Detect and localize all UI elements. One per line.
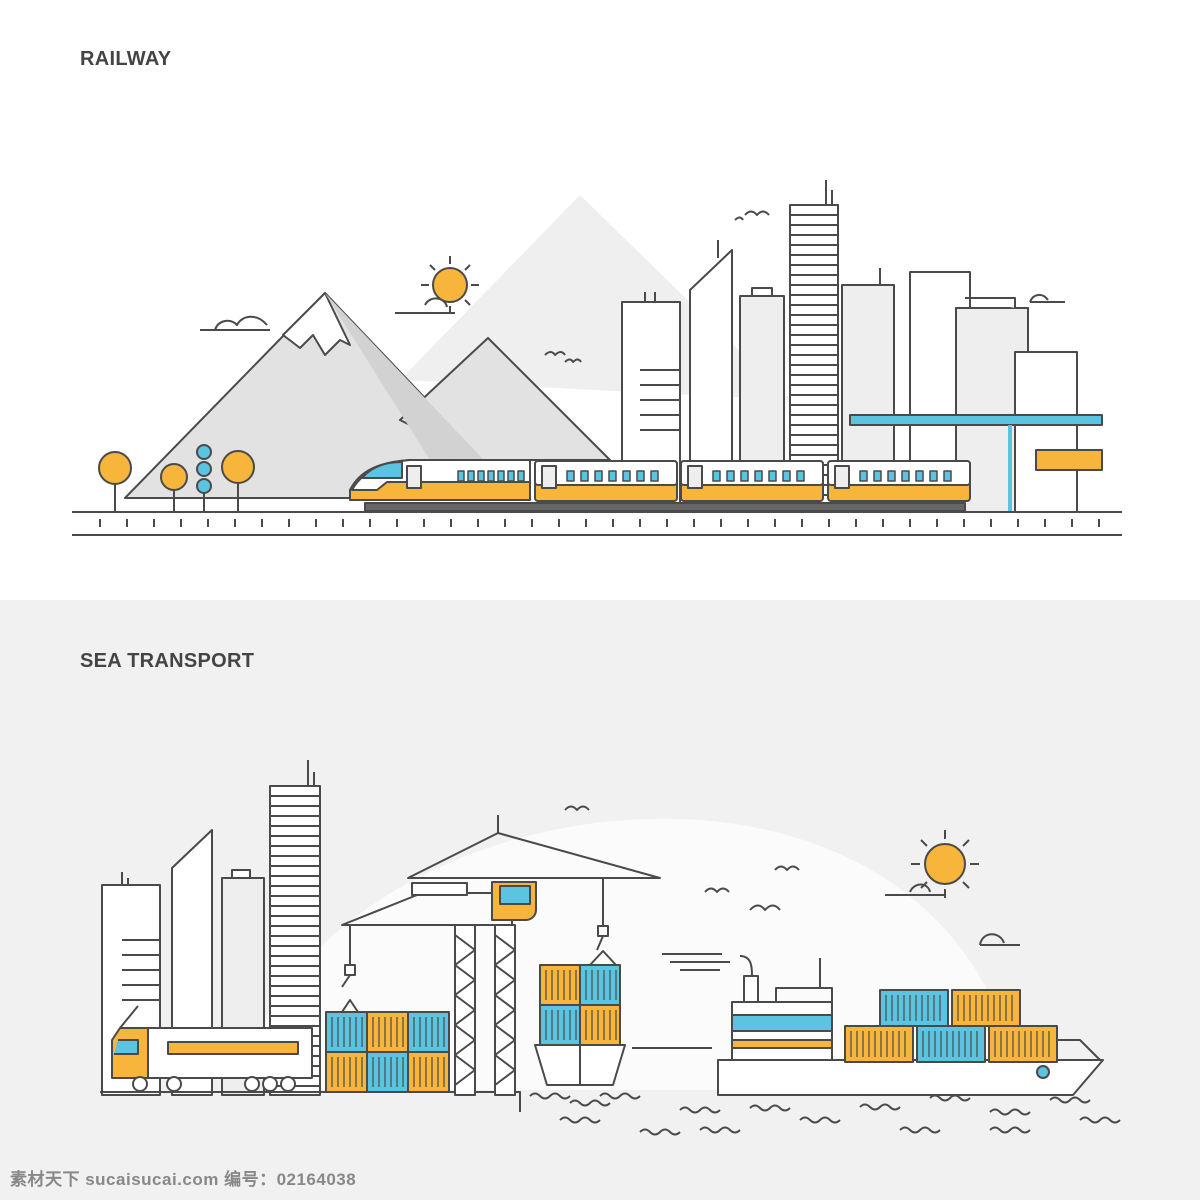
shipping-container: [407, 1051, 450, 1093]
train: [349, 459, 971, 512]
train-window: [887, 470, 896, 482]
sea-transport-panel: SEA TRANSPORT: [0, 600, 1200, 1200]
container-stack-ship-small: [539, 950, 621, 1046]
small-boat: [534, 1044, 626, 1086]
water-waves: [529, 1092, 1121, 1136]
train-window: [929, 470, 938, 482]
shipping-container: [579, 964, 621, 1006]
dock: [100, 1091, 521, 1112]
cloud-icon: [1029, 294, 1065, 303]
train-window: [859, 470, 868, 482]
train-window: [622, 470, 631, 482]
sea-transport-title: SEA TRANSPORT: [80, 650, 255, 672]
railway-track: [72, 511, 1122, 536]
shipping-container: [366, 1011, 409, 1053]
station-platform: [849, 414, 1103, 512]
train-window: [608, 470, 617, 482]
train-window: [594, 470, 603, 482]
cloud-icon: [979, 933, 1020, 946]
railway-title: RAILWAY: [80, 48, 172, 70]
train-window: [636, 470, 645, 482]
train-window: [726, 470, 735, 482]
bird-icon: [544, 210, 770, 363]
railway-illustration: [72, 180, 1122, 536]
train-window: [580, 470, 589, 482]
train-window: [796, 470, 805, 482]
train-window: [712, 470, 721, 482]
train-window: [768, 470, 777, 482]
train-window: [873, 470, 882, 482]
shipping-container: [407, 1011, 450, 1053]
sun-icon: [885, 830, 979, 898]
train-window: [782, 470, 791, 482]
cloud-icon: [200, 315, 270, 331]
train-window: [915, 470, 924, 482]
shipping-container: [579, 1004, 621, 1046]
shipping-container: [951, 989, 1021, 1027]
train-window: [901, 470, 910, 482]
train-window: [754, 470, 763, 482]
train-window: [943, 470, 952, 482]
train-window: [740, 470, 749, 482]
shipping-container: [539, 1004, 581, 1046]
crane-large: [407, 815, 661, 1096]
city-buildings: [621, 180, 1078, 513]
sun-icon: [395, 256, 479, 314]
container-stack-cargo-ship: [844, 989, 1058, 1063]
railway-panel: RAILWAY: [72, 48, 1122, 536]
watermark: 素材天下 sucaisucai.com 编号：02164038: [10, 1170, 357, 1189]
shipping-container: [539, 964, 581, 1006]
shipping-container: [879, 989, 949, 1027]
shipping-container: [916, 1025, 986, 1063]
bird-icon: [564, 805, 800, 911]
cargo-ship: [662, 953, 1104, 1096]
train-window: [650, 470, 659, 482]
container-stack-dock: [325, 999, 450, 1093]
truck: [111, 1005, 313, 1092]
shipping-container: [844, 1025, 914, 1063]
shipping-container: [325, 1051, 368, 1093]
shipping-container: [988, 1025, 1058, 1063]
sea-transport-illustration: [100, 760, 1121, 1136]
train-window: [566, 470, 575, 482]
trees: [98, 444, 255, 512]
